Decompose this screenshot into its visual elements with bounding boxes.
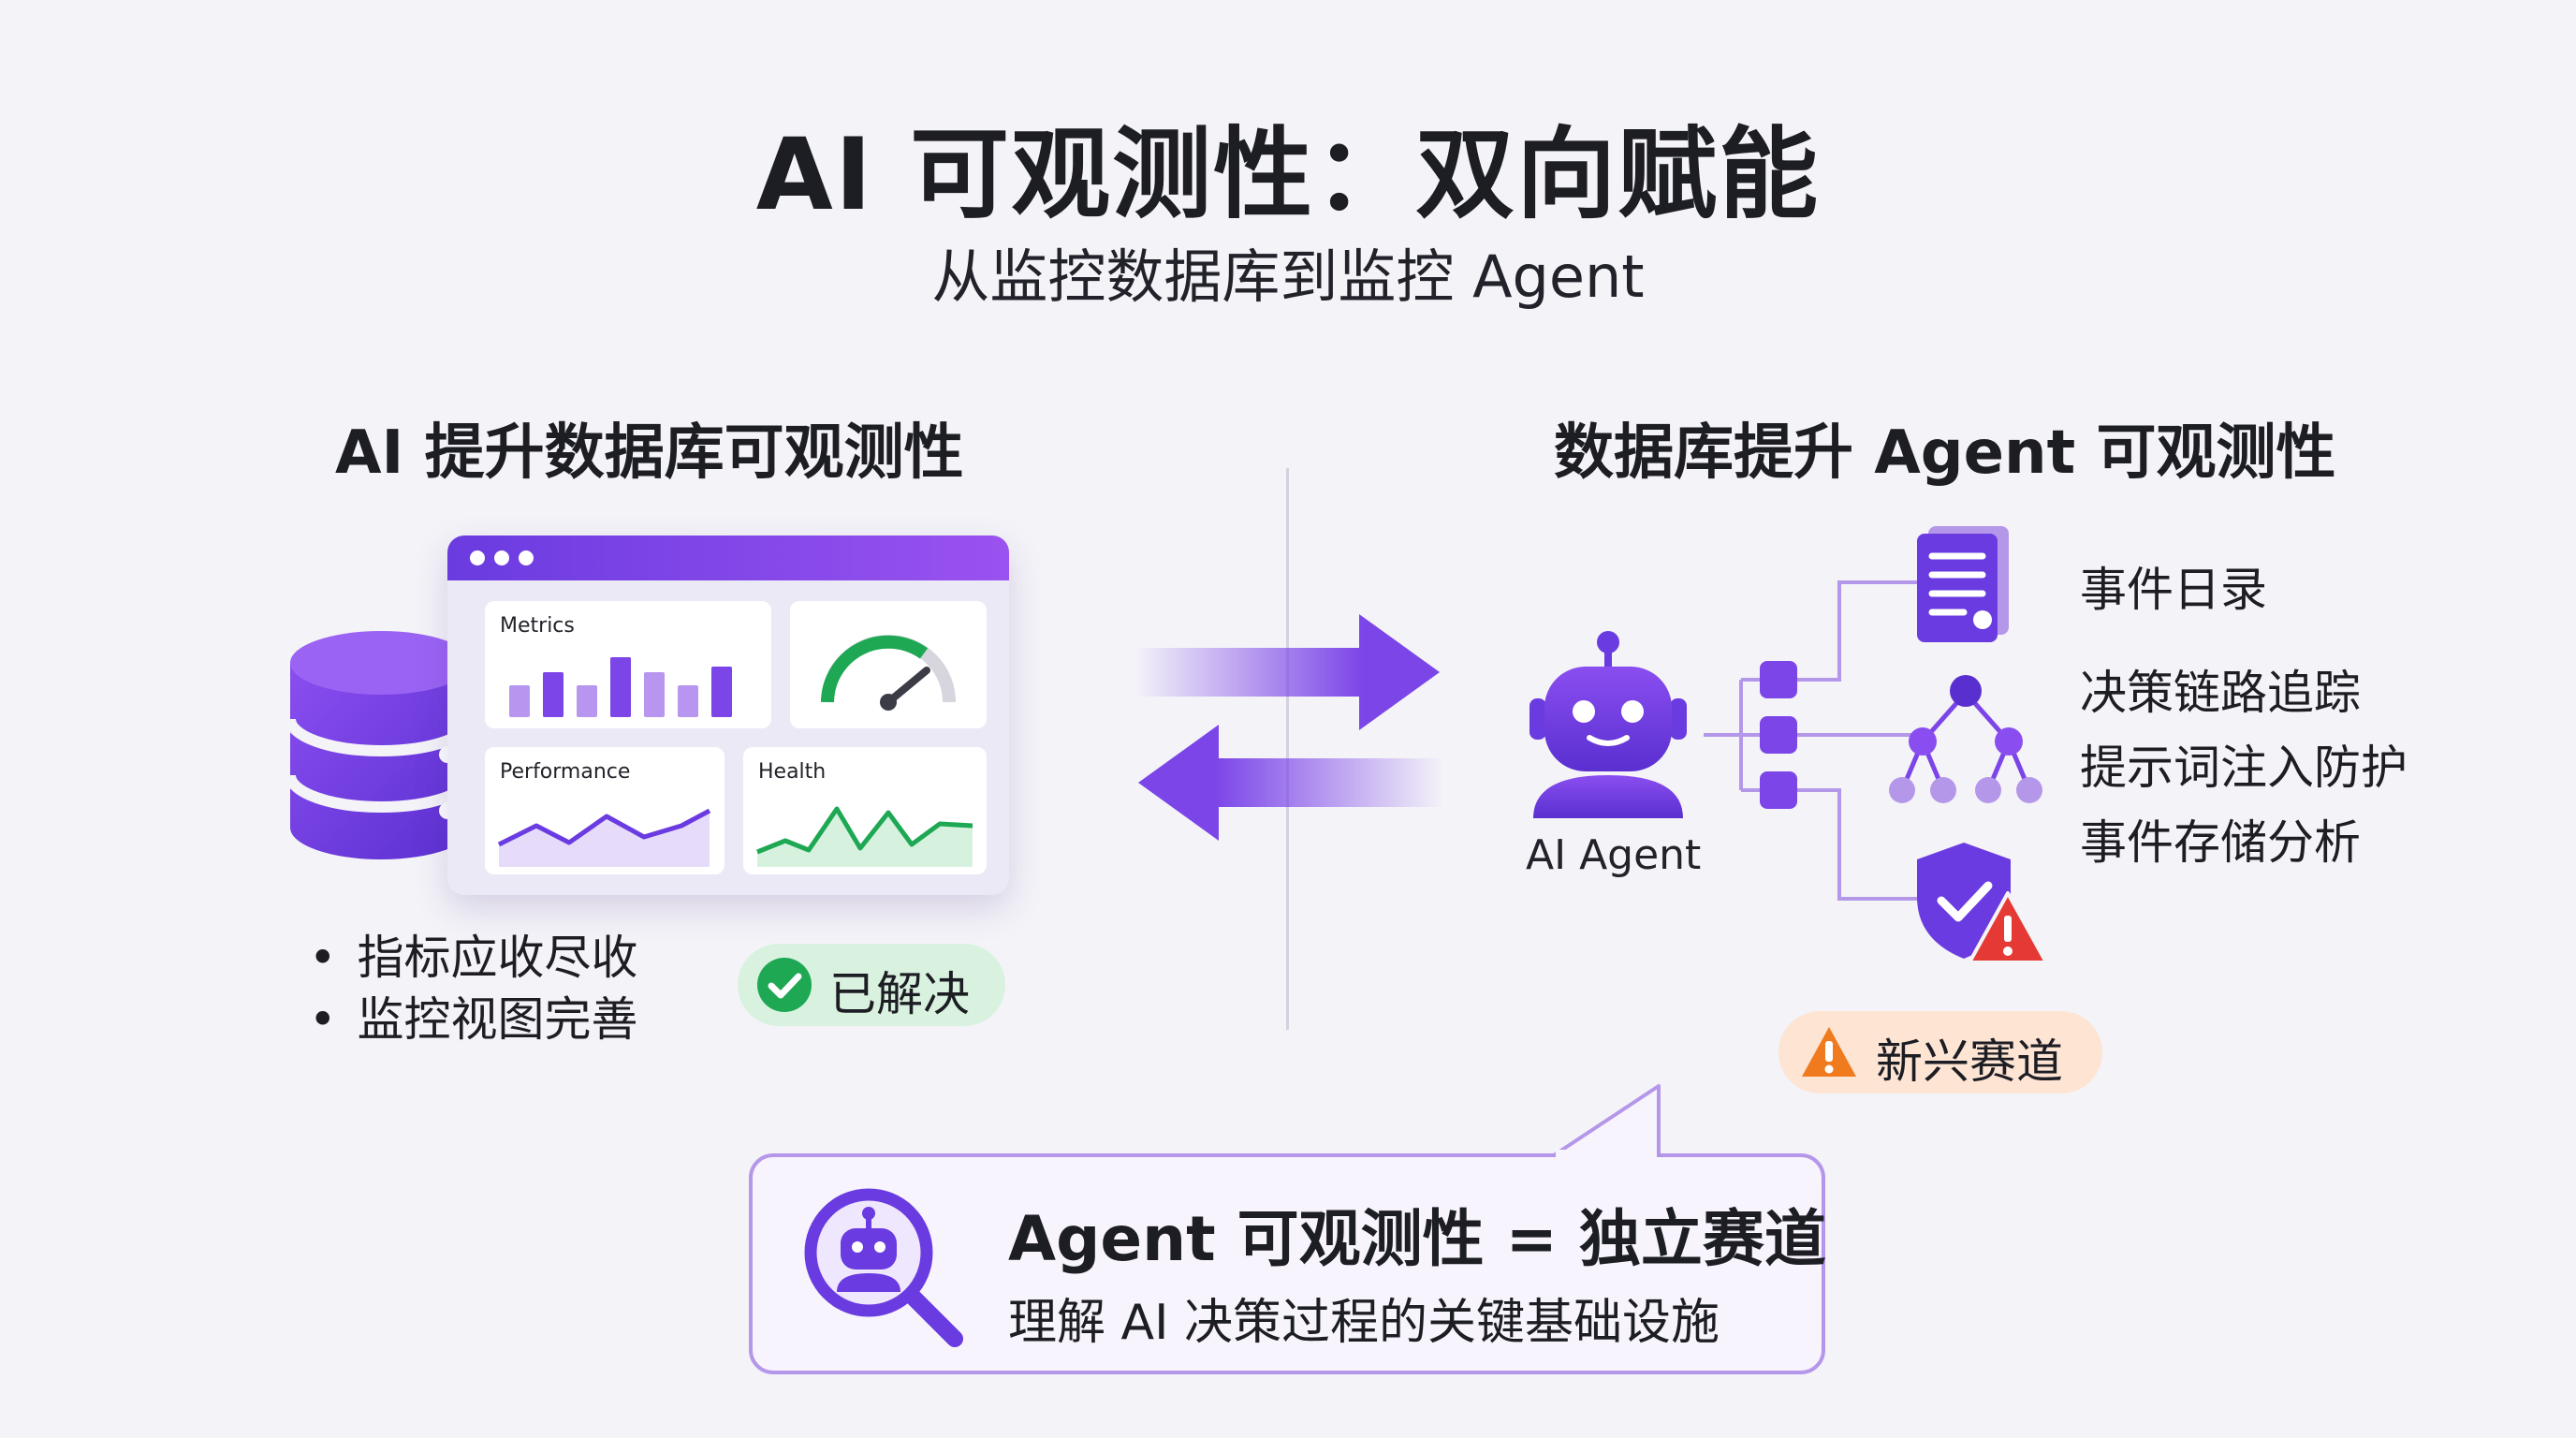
health-label: Health: [758, 760, 827, 784]
document-log-icon: [1917, 526, 2009, 642]
warning-icon: [1968, 891, 2048, 964]
center-divider: [1286, 468, 1289, 1030]
dashboard-title-bar: [447, 536, 1009, 580]
callout-box: [749, 1153, 1825, 1374]
metrics-card: Metrics: [485, 601, 771, 728]
list-item: 指标应收尽收: [309, 927, 638, 989]
list-item: 监控视图完善: [309, 989, 638, 1050]
agent-label: AI Agent: [1526, 831, 1702, 879]
branch-connector-lines: [1704, 580, 1919, 901]
feature-event-log: 事件日录: [2080, 563, 2267, 617]
feature-event-storage-analysis: 事件存储分析: [2080, 815, 2361, 870]
emerging-badge-label: 新兴赛道: [1876, 1034, 2063, 1089]
warning-triangle-icon: [1802, 1027, 1856, 1077]
callout-pointer: [1546, 1084, 1661, 1161]
feature-decision-trace: 决策链路追踪: [2080, 666, 2361, 720]
gauge-icon: [821, 635, 956, 711]
page-title: AI 可观测性：双向赋能: [755, 117, 1821, 232]
window-dot: [494, 550, 509, 565]
performance-line-chart-icon: [497, 808, 711, 867]
metrics-label: Metrics: [500, 614, 575, 638]
health-gauge-card: [790, 601, 987, 728]
bar-chart-icon: [509, 657, 732, 717]
health-card: Health: [743, 747, 987, 874]
window-dot: [470, 550, 485, 565]
robot-icon: [1530, 631, 1687, 818]
feature-prompt-injection-guard: 提示词注入防护: [2080, 741, 2408, 795]
page-subtitle: 从监控数据库到监控 Agent: [931, 242, 1645, 311]
left-bullet-list: 指标应收尽收 监控视图完善: [309, 927, 638, 1050]
monitoring-dashboard: Metrics Performa: [447, 536, 1009, 895]
right-section-title: 数据库提升 Agent 可观测性: [1554, 418, 2336, 488]
bidirectional-arrows-icon: [1134, 614, 1443, 841]
resolved-badge: 已解决: [738, 944, 1005, 1026]
check-circle-icon: [757, 958, 812, 1012]
callout-title: Agent 可观测性 = 独立赛道: [1008, 1203, 1826, 1275]
emerging-badge: 新兴赛道: [1778, 1011, 2102, 1093]
health-line-chart-icon: [756, 806, 973, 867]
left-section-title: AI 提升数据库可观测性: [335, 418, 964, 488]
magnifier-robot-icon: [804, 1188, 963, 1347]
performance-card: Performance: [485, 747, 724, 874]
callout-subtitle: 理解 AI 决策过程的关键基础设施: [1008, 1295, 1720, 1351]
callout-pointer-joint: [1556, 1150, 1657, 1157]
performance-label: Performance: [500, 760, 631, 784]
decision-tree-icon: [1889, 675, 2042, 803]
resolved-badge-label: 已解决: [829, 967, 970, 1021]
window-dot: [519, 550, 534, 565]
